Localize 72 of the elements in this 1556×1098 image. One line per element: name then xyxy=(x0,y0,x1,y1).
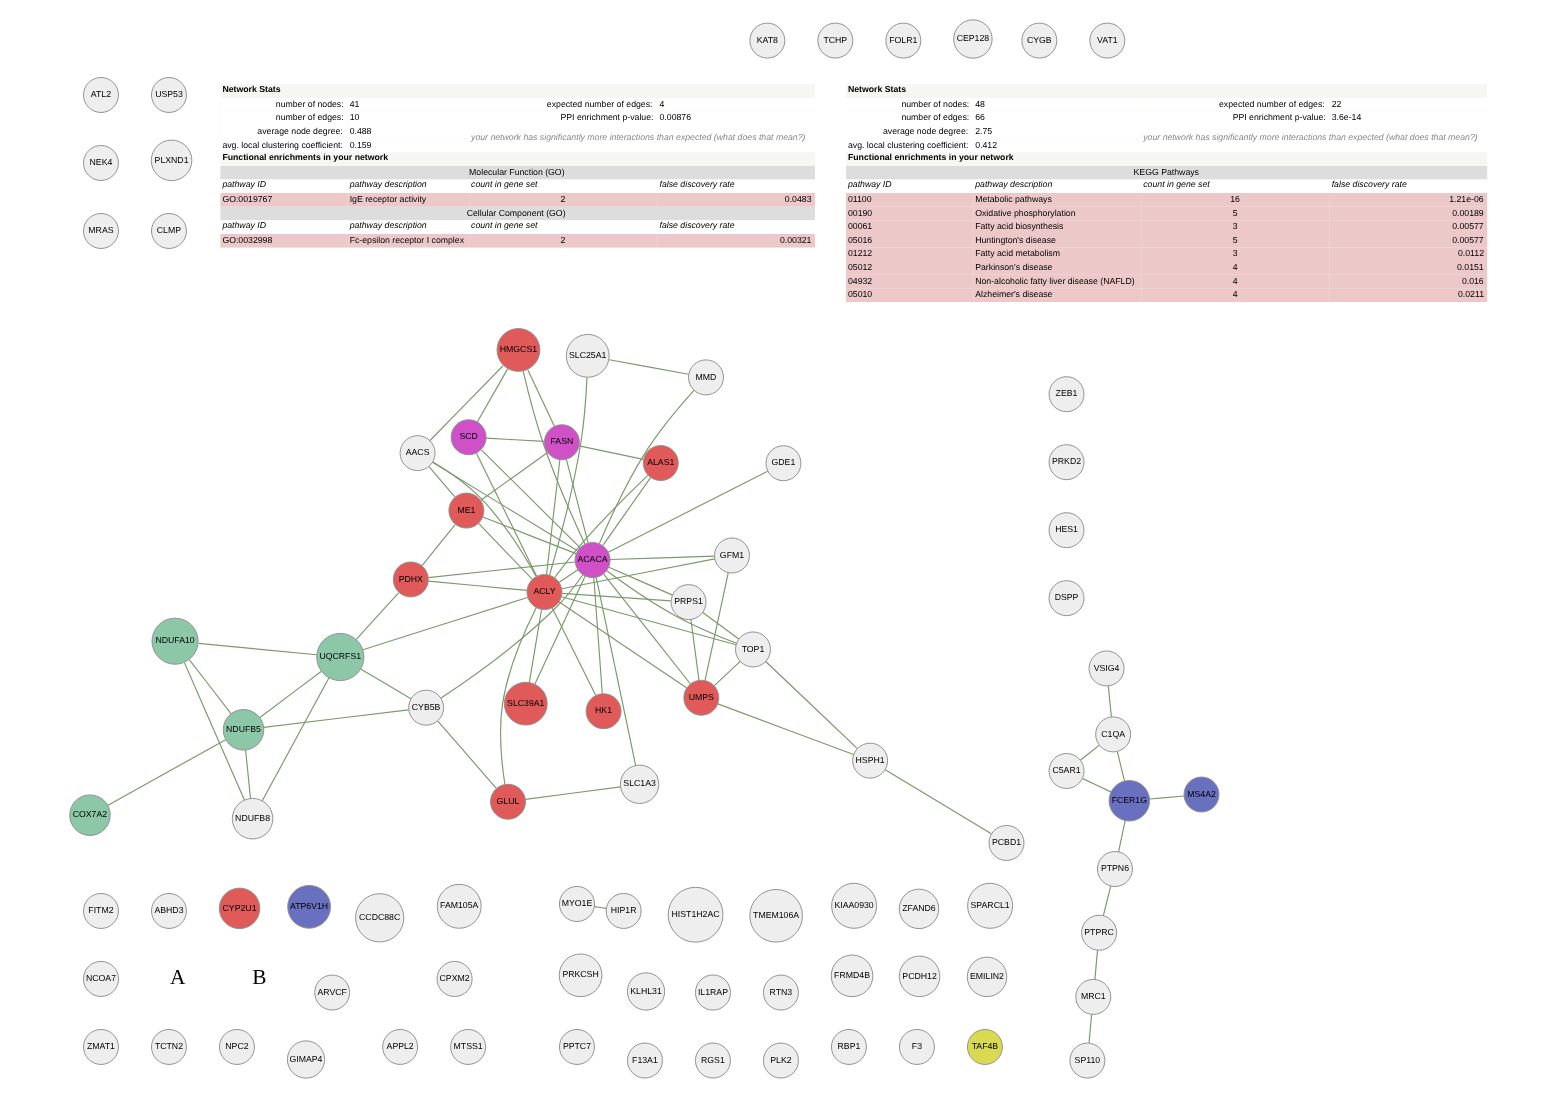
connector xyxy=(712,661,740,687)
connector xyxy=(607,566,673,596)
connector xyxy=(883,769,991,835)
connector xyxy=(1078,744,1099,761)
connector xyxy=(1101,885,1111,917)
connector xyxy=(544,459,560,576)
connector xyxy=(701,612,739,640)
connector xyxy=(560,592,671,602)
connector xyxy=(436,720,496,789)
connector xyxy=(475,368,508,423)
connector xyxy=(361,596,528,651)
label: B xyxy=(251,966,266,991)
connector xyxy=(1115,750,1125,782)
connector xyxy=(716,703,854,756)
connector xyxy=(420,523,455,567)
connector xyxy=(479,451,548,501)
connector xyxy=(260,677,329,802)
connector xyxy=(594,576,636,767)
connector xyxy=(359,668,411,700)
connector xyxy=(428,365,503,442)
connector xyxy=(474,452,537,577)
connector xyxy=(196,642,317,656)
connector xyxy=(106,739,226,806)
connector xyxy=(426,580,527,591)
connector xyxy=(764,660,857,749)
connector xyxy=(605,570,737,644)
connector xyxy=(689,618,699,681)
connector xyxy=(560,558,715,590)
connector xyxy=(258,670,321,719)
connector xyxy=(533,575,585,685)
connector xyxy=(526,369,554,427)
connector xyxy=(606,470,768,553)
connector xyxy=(597,389,694,545)
connector xyxy=(427,466,455,498)
connector xyxy=(431,461,536,577)
connector xyxy=(1106,685,1111,718)
connector xyxy=(547,377,587,576)
connector xyxy=(477,522,532,580)
label: A xyxy=(168,966,185,991)
connector xyxy=(182,662,244,801)
connector xyxy=(479,449,580,549)
connector xyxy=(426,561,575,579)
connector xyxy=(523,786,621,800)
connector xyxy=(592,577,602,695)
connector xyxy=(481,516,576,555)
connector xyxy=(262,709,409,728)
connector xyxy=(564,458,588,544)
connector xyxy=(499,607,536,785)
connector xyxy=(602,573,690,685)
connector xyxy=(187,659,231,715)
connector xyxy=(592,906,606,909)
connector xyxy=(607,359,689,375)
connector xyxy=(527,608,542,683)
connector xyxy=(601,477,651,546)
connector xyxy=(557,601,687,689)
connector xyxy=(557,569,578,583)
connector xyxy=(1117,819,1125,853)
connector xyxy=(439,574,583,699)
connector xyxy=(608,555,715,561)
connector xyxy=(521,370,585,545)
connector xyxy=(1087,1014,1092,1044)
connector xyxy=(577,445,643,460)
connector xyxy=(354,592,399,640)
connector xyxy=(430,461,577,552)
connector xyxy=(1081,778,1111,793)
connector xyxy=(484,437,544,442)
connector xyxy=(244,749,251,800)
connector xyxy=(1093,949,1098,980)
connector xyxy=(703,572,728,682)
connector xyxy=(1147,795,1184,800)
connector xyxy=(550,607,596,696)
connector xyxy=(559,596,736,646)
